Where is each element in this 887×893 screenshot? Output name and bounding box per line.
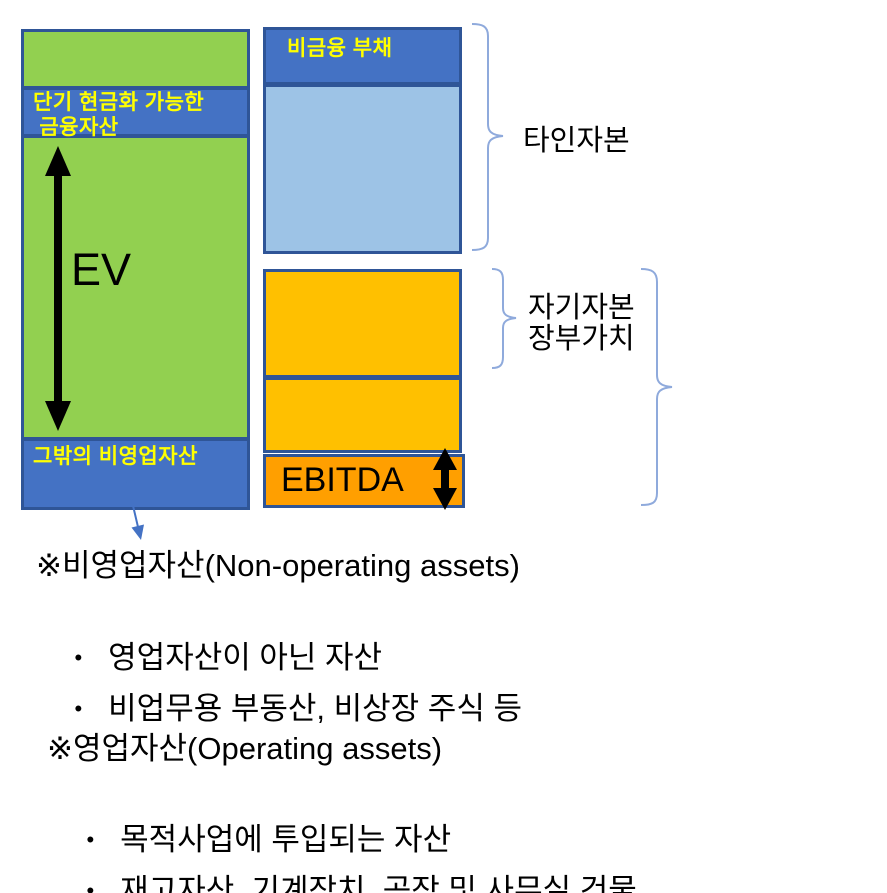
note-bullet-item: • 재고자산, 기계장치, 공장 및 사무실 건물, . . . xyxy=(52,831,706,893)
other-non-operating-assets-label: 그밖의 비영업자산 xyxy=(33,445,198,468)
debt-capital-label: 타인자본 xyxy=(523,125,630,157)
operating-bullet-2: 재고자산, 기계장치, 공장 및 사무실 건물, . . . xyxy=(120,873,706,893)
bullet-icon: • xyxy=(86,878,95,893)
non-operating-bullet-2: 비업무용 부동산, 비상장 주식 등 xyxy=(108,691,522,726)
ebitda-box xyxy=(263,454,465,508)
short-term-financial-assets-label: 단기 현금화 가능한 금융자산 xyxy=(33,91,205,139)
non-financial-debt-label: 비금융 부채 xyxy=(287,37,393,60)
non-financial-debt-box xyxy=(263,27,462,85)
equity-box-lower xyxy=(263,377,462,453)
total-equity-brace xyxy=(640,268,673,506)
ebitda-label: EBITDA xyxy=(281,461,404,499)
note-bullet-item: • 영업자산이 아닌 자산 xyxy=(40,598,382,718)
ev-green-block xyxy=(21,135,250,440)
left-top-green-block xyxy=(21,29,250,89)
financial-debt-box xyxy=(263,84,462,254)
ev-label: EV xyxy=(71,244,132,295)
note-bullet-item: • 비업무용 부동산, 비상장 주식 등 xyxy=(40,649,522,769)
bullet-icon: • xyxy=(74,645,83,670)
equity-book-value-label: 자기자본 장부가치 xyxy=(528,292,635,355)
bullet-icon: • xyxy=(74,696,83,721)
operating-assets-title: ※영업자산(Operating assets) xyxy=(47,731,443,766)
equity-book-value-brace xyxy=(491,268,517,369)
debt-capital-brace xyxy=(471,23,504,251)
operating-bullet-1: 목적사업에 투입되는 자산 xyxy=(120,822,452,857)
non-operating-assets-title: ※비영업자산(Non-operating assets) xyxy=(36,548,520,583)
equity-box-upper xyxy=(263,269,462,378)
bullet-icon: • xyxy=(86,827,95,852)
note-bullet-item: • 목적사업에 투입되는 자산 xyxy=(52,780,451,893)
non-operating-bullet-1: 영업자산이 아닌 자산 xyxy=(108,640,383,675)
